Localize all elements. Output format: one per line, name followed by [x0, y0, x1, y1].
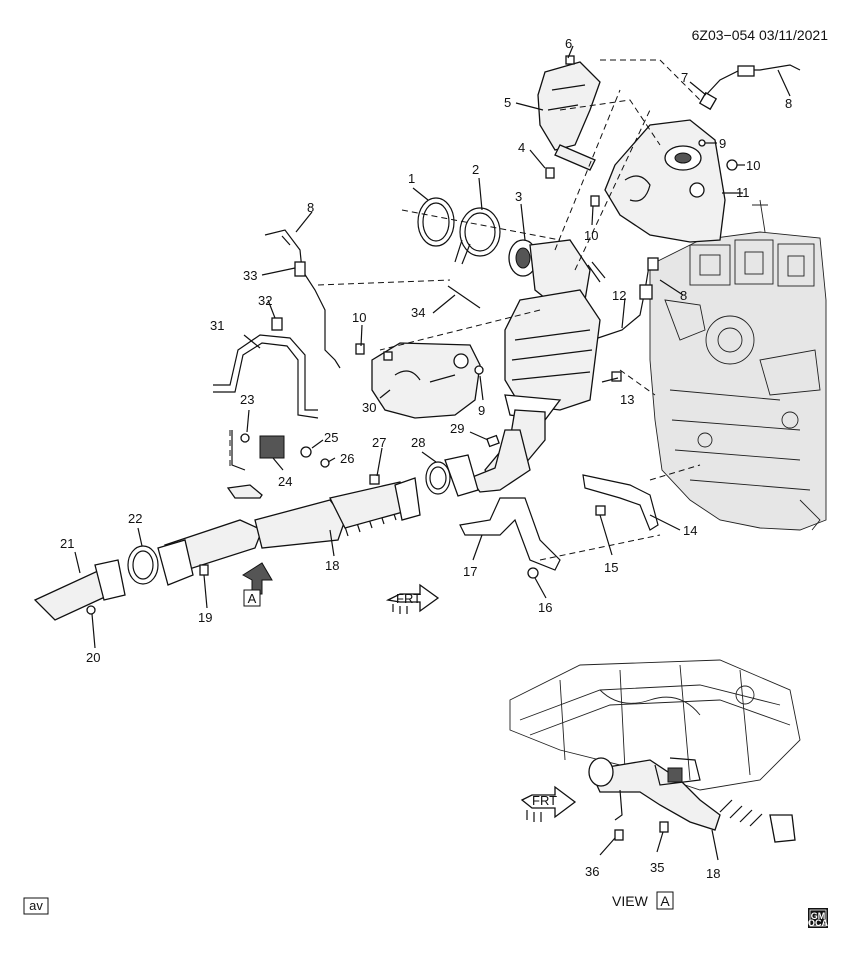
callout-7: 7: [681, 70, 688, 85]
gm-logo-sub: OCA: [808, 918, 829, 928]
callout-32: 32: [258, 293, 272, 308]
isolator: [231, 430, 330, 471]
callout-19: 19: [198, 610, 212, 625]
footer-tag-text: av: [29, 898, 43, 913]
callout-18-inset: 18: [706, 866, 720, 881]
callout-5: 5: [504, 95, 511, 110]
leader-lines: [74, 45, 791, 649]
inset-view-a: FRT: [509, 659, 801, 861]
callout-8-top: 8: [785, 96, 792, 111]
callout-24: 24: [278, 474, 292, 489]
inset-front-label: FRT: [532, 793, 557, 808]
callout-26: 26: [340, 451, 354, 466]
callout-18: 18: [325, 558, 339, 573]
callout-33: 33: [243, 268, 257, 283]
callout-10-top: 10: [746, 158, 760, 173]
hanger-bracket: [213, 317, 319, 419]
callout-12: 12: [612, 288, 626, 303]
lower-heat-shield: [371, 342, 481, 419]
callout-36: 36: [585, 864, 599, 879]
callout-3: 3: [515, 189, 522, 204]
callout-15: 15: [604, 560, 618, 575]
callout-20: 20: [86, 650, 100, 665]
rear-pipe-flange: [33, 539, 209, 621]
callout-35: 35: [650, 860, 664, 875]
callout-6: 6: [565, 36, 572, 51]
callout-14: 14: [683, 523, 697, 538]
front-direction-arrow: FRT: [385, 583, 440, 614]
reference-lines: [229, 59, 701, 561]
callout-25: 25: [324, 430, 338, 445]
oxygen-sensors: [264, 64, 801, 369]
small-heat-shield: [537, 61, 601, 171]
callout-9-low: 9: [478, 403, 485, 418]
gm-logo: GM OCA: [808, 908, 829, 928]
engine-block: [649, 199, 827, 531]
bracket-17: [459, 497, 561, 571]
front-label: FRT: [396, 591, 421, 606]
callout-2: 2: [472, 162, 479, 177]
callout-10-left: 10: [352, 310, 366, 325]
diagram-code: 6Z03−054 03/11/2021: [692, 27, 829, 43]
callout-1: 1: [408, 171, 415, 186]
callout-30: 30: [362, 400, 376, 415]
callout-22: 22: [128, 511, 142, 526]
gm-logo-text: GM: [811, 911, 826, 921]
downpipe-flange: [369, 429, 531, 497]
callout-8-left: 8: [307, 200, 314, 215]
callout-labels: 1 2 3 4 5 6 7 8 8 8 9 9 10 10 10 11 12 1…: [60, 36, 792, 881]
callout-31: 31: [210, 318, 224, 333]
callout-28: 28: [411, 435, 425, 450]
callout-17: 17: [463, 564, 477, 579]
view-a-label: VIEW A: [612, 891, 674, 910]
view-label-letter: A: [660, 893, 670, 909]
bracket-14: [582, 474, 659, 531]
callout-8-right: 8: [680, 288, 687, 303]
callout-9-top: 9: [719, 136, 726, 151]
view-a-marker: A: [242, 562, 273, 607]
front-pipe: [164, 477, 421, 573]
callout-13: 13: [620, 392, 634, 407]
view-label-text: VIEW: [612, 893, 649, 909]
callout-21: 21: [60, 536, 74, 551]
callout-4: 4: [518, 140, 525, 155]
footer-tag: av: [23, 897, 49, 915]
callout-10-mid: 10: [584, 228, 598, 243]
view-marker-letter: A: [248, 591, 257, 606]
upper-heat-shield: [604, 119, 726, 243]
callout-16: 16: [538, 600, 552, 615]
callout-27: 27: [372, 435, 386, 450]
callout-23: 23: [240, 392, 254, 407]
callout-11: 11: [736, 185, 750, 200]
clamp-gasket: [417, 197, 501, 265]
callout-34: 34: [411, 305, 425, 320]
callout-29: 29: [450, 421, 464, 436]
